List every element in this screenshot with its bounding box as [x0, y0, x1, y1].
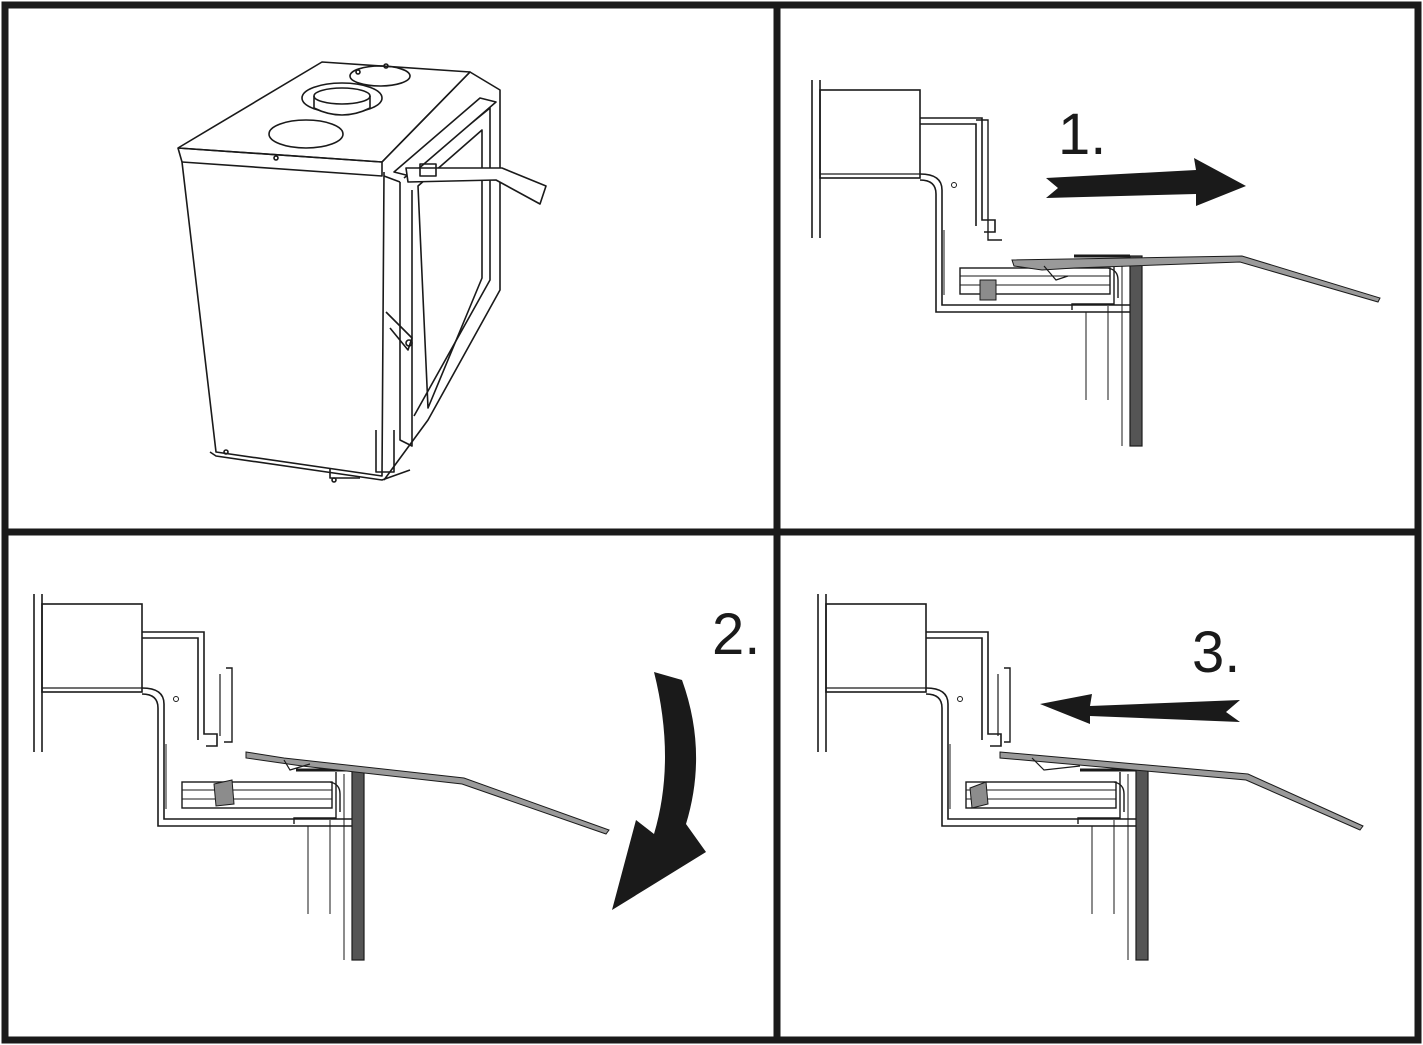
step-1-label: 1. [1058, 102, 1107, 167]
fireplace-isometric-illustration [177, 61, 547, 483]
arrow-right-icon [1046, 158, 1246, 206]
curved-arrow-down-icon [612, 672, 706, 910]
step-3-label: 3. [1192, 620, 1241, 685]
step2-section-view [32, 592, 610, 962]
step1-section-view [810, 78, 1381, 448]
step-2-label: 2. [712, 602, 761, 667]
arrow-left-icon [1040, 694, 1240, 724]
step3-section-view [816, 592, 1364, 962]
